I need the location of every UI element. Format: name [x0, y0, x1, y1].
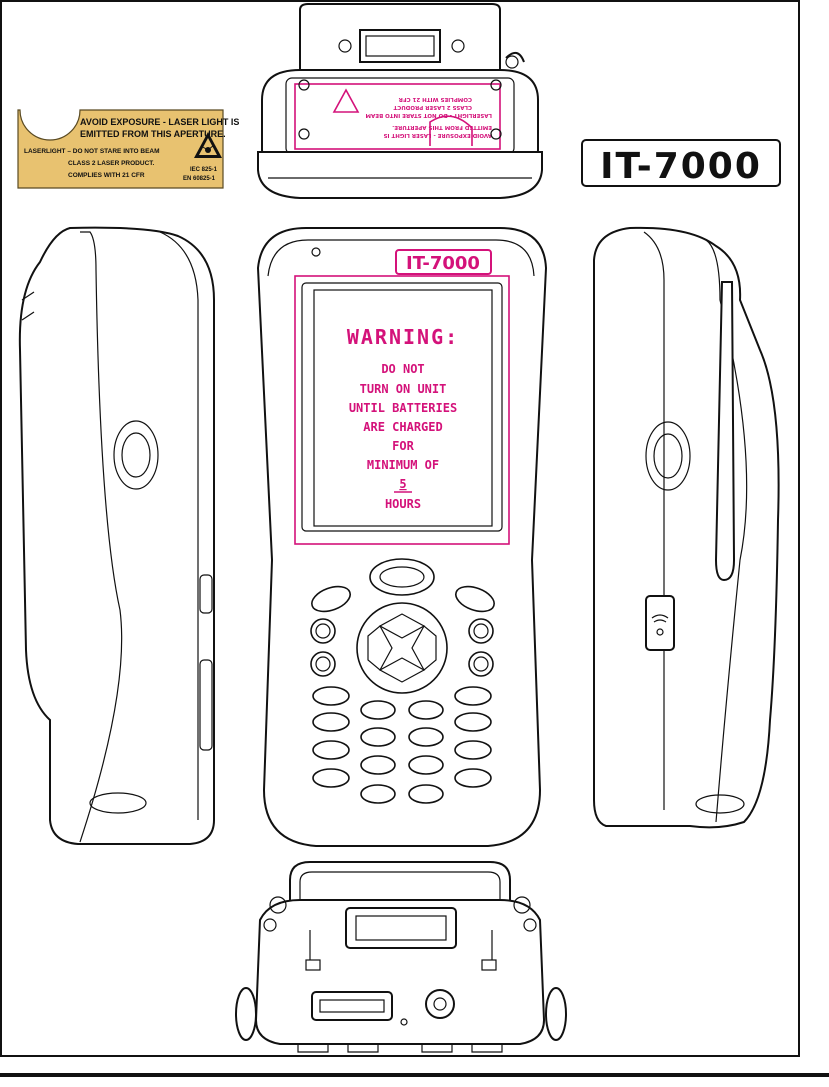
label-line-5: COMPLIES WITH 21 CFR: [68, 172, 145, 179]
label-line-4: CLASS 2 LASER PRODUCT.: [68, 160, 155, 167]
key: [454, 768, 492, 788]
svg-text:LASERLIGHT - DO NOT STARE INTO: LASERLIGHT - DO NOT STARE INTO BEAM: [366, 112, 492, 118]
key: [408, 727, 444, 747]
top-pink-label: AVOID EXPOSURE - LASER LIGHT IS EMITTED …: [294, 83, 501, 150]
model-badge-text: IT-7000: [600, 146, 762, 187]
key: [408, 784, 444, 804]
bottom-view: [235, 861, 567, 1053]
key: [312, 712, 350, 732]
left-side-view: [18, 226, 215, 845]
warning-line-2: TURN ON UNIT: [360, 382, 447, 396]
key: [360, 755, 396, 775]
label-line-2: EMITTED FROM THIS APERTURE.: [80, 129, 226, 139]
key: [360, 700, 396, 720]
left-soft-key: [311, 585, 351, 613]
warning-title: WARNING:: [347, 325, 459, 349]
key: [408, 755, 444, 775]
model-badge: IT-7000: [581, 139, 781, 187]
warning-line-5: FOR: [392, 439, 414, 453]
svg-text:COMPLIES WITH 21 CFR: COMPLIES WITH 21 CFR: [398, 96, 472, 102]
warning-line-3: UNTIL BATTERIES: [349, 401, 457, 415]
warning-line-6: MINIMUM OF: [367, 458, 439, 472]
numeric-keys: [312, 686, 492, 804]
key: [454, 740, 492, 760]
svg-text:CLASS 2 LASER PRODUCT: CLASS 2 LASER PRODUCT: [393, 104, 472, 110]
key: [454, 712, 492, 732]
svg-text:EMITTED FROM THIS APERTURE.: EMITTED FROM THIS APERTURE.: [392, 124, 492, 130]
side-key-1: [310, 618, 336, 644]
warning-line-8: HOURS: [385, 497, 421, 511]
label-line-1: AVOID EXPOSURE - LASER LIGHT IS: [80, 117, 239, 127]
key: [360, 784, 396, 804]
key: [312, 740, 350, 760]
laser-warning-label: AVOID EXPOSURE - LASER LIGHT IS EMITTED …: [17, 109, 239, 189]
svg-text:AVOID EXPOSURE - LASER LIGHT I: AVOID EXPOSURE - LASER LIGHT IS: [384, 132, 492, 138]
warning-line-4: ARE CHARGED: [363, 420, 442, 434]
top-view: AVOID EXPOSURE - LASER LIGHT IS EMITTED …: [257, 3, 543, 199]
warning-line-7: 5: [399, 477, 406, 491]
label-std-1: IEC 825-1: [190, 167, 218, 173]
right-soft-key: [455, 585, 495, 613]
front-view: IT-7000 WARNING: DO NOT TURN ON UNIT UNT…: [256, 227, 548, 847]
key: [312, 768, 350, 788]
laser-warning-icon: [194, 132, 222, 158]
page-frame: [0, 0, 800, 1057]
key: [454, 686, 492, 706]
keypad: [310, 558, 495, 804]
front-model-badge: IT-7000: [406, 253, 480, 274]
rfid-wave-icon: [651, 614, 669, 636]
screen-warning: WARNING: DO NOT TURN ON UNIT UNTIL BATTE…: [347, 325, 459, 511]
key: [312, 686, 350, 706]
side-key-3: [310, 651, 336, 677]
key: [408, 700, 444, 720]
warning-line-1: DO NOT: [381, 362, 424, 376]
right-side-view: [593, 226, 780, 829]
navigation-pad: [356, 602, 448, 694]
scan-key: [369, 558, 435, 596]
label-line-3: LASERLIGHT – DO NOT STARE INTO BEAM: [24, 148, 160, 155]
key: [360, 727, 396, 747]
label-std-2: EN 60825-1: [183, 176, 216, 182]
side-key-2: [468, 618, 494, 644]
side-key-4: [468, 651, 494, 677]
